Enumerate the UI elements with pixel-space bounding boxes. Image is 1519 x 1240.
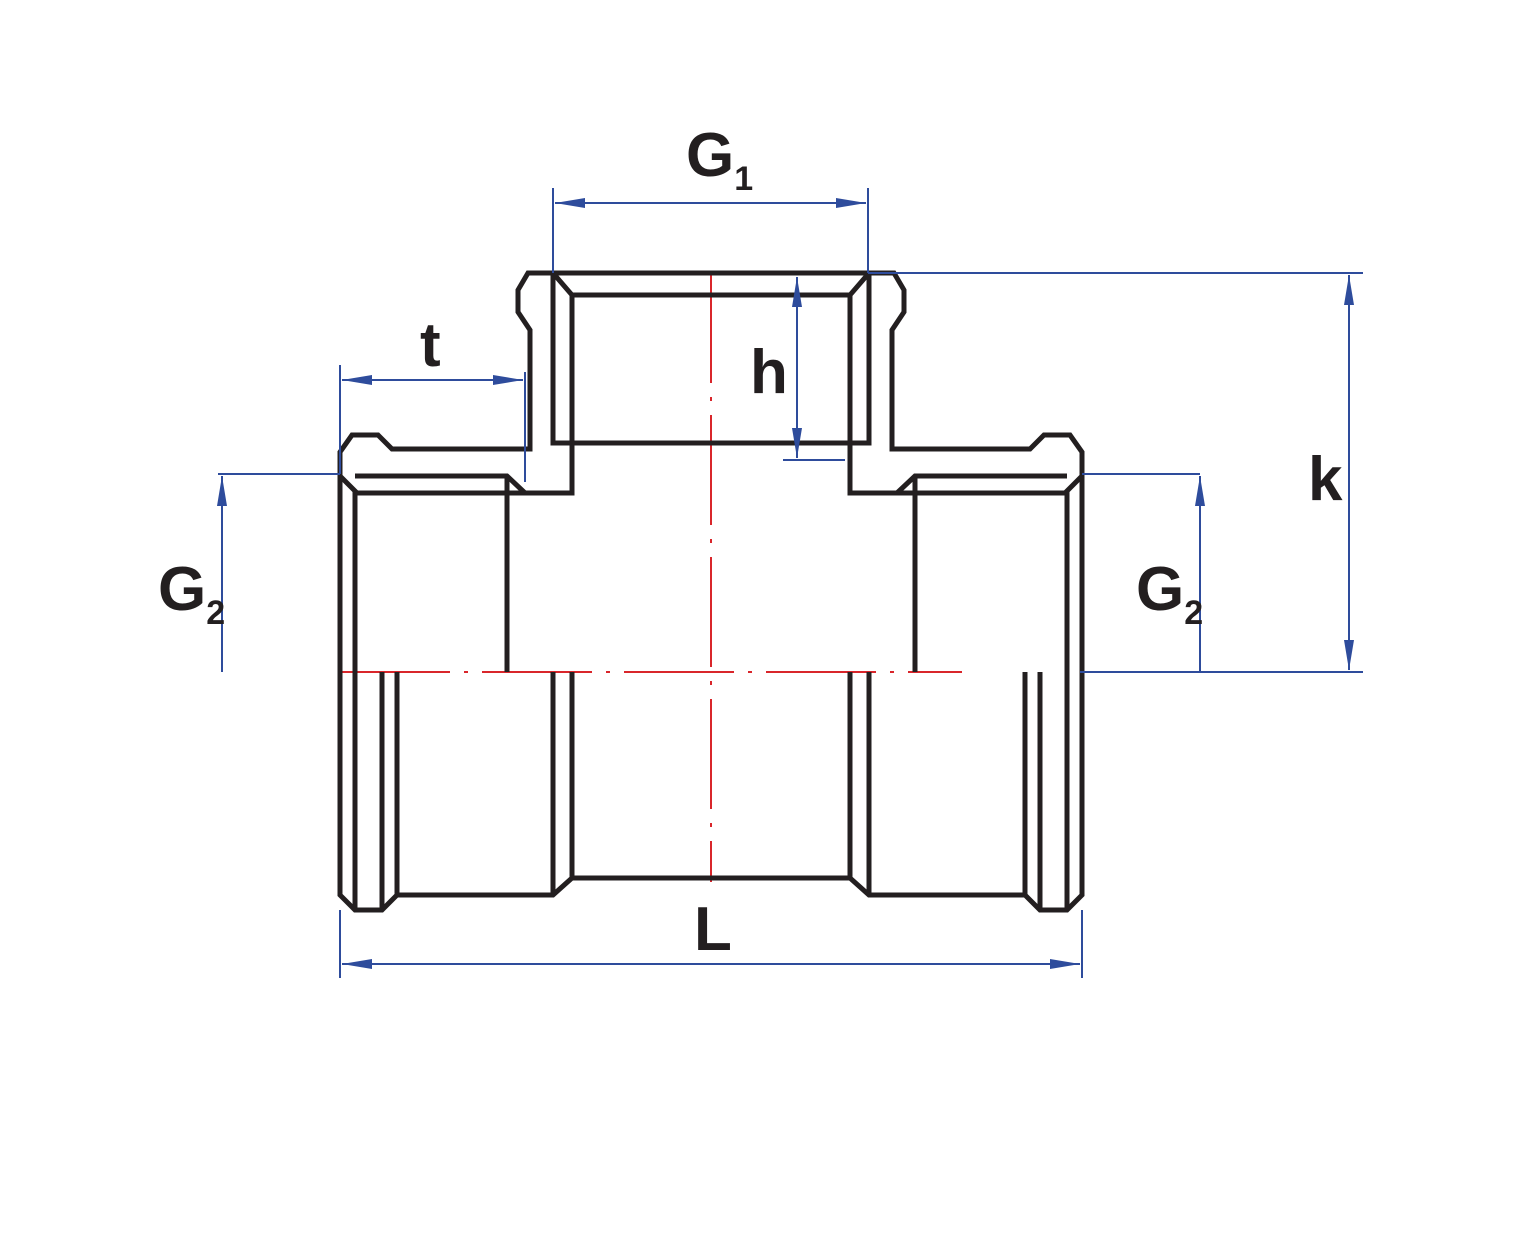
dimension-g2-left — [217, 473, 340, 672]
fitting-outline — [337, 270, 868, 913]
dimension-g1 — [552, 188, 869, 273]
label-l: L — [694, 895, 732, 964]
label-g2-right: G2 — [1136, 555, 1203, 632]
label-t: t — [420, 311, 441, 380]
dimension-h — [783, 277, 845, 461]
label-g2-left: G2 — [158, 555, 225, 632]
fitting-outline-right — [711, 273, 1085, 913]
label-h: h — [750, 338, 788, 407]
dimension-k — [868, 272, 1363, 673]
label-k: k — [1308, 445, 1343, 514]
section-hatch — [337, 270, 1085, 496]
dimension-l — [339, 910, 1083, 978]
label-g1: G1 — [686, 121, 753, 198]
dimension-t — [339, 365, 526, 482]
dimension-g2-right — [1082, 473, 1205, 672]
